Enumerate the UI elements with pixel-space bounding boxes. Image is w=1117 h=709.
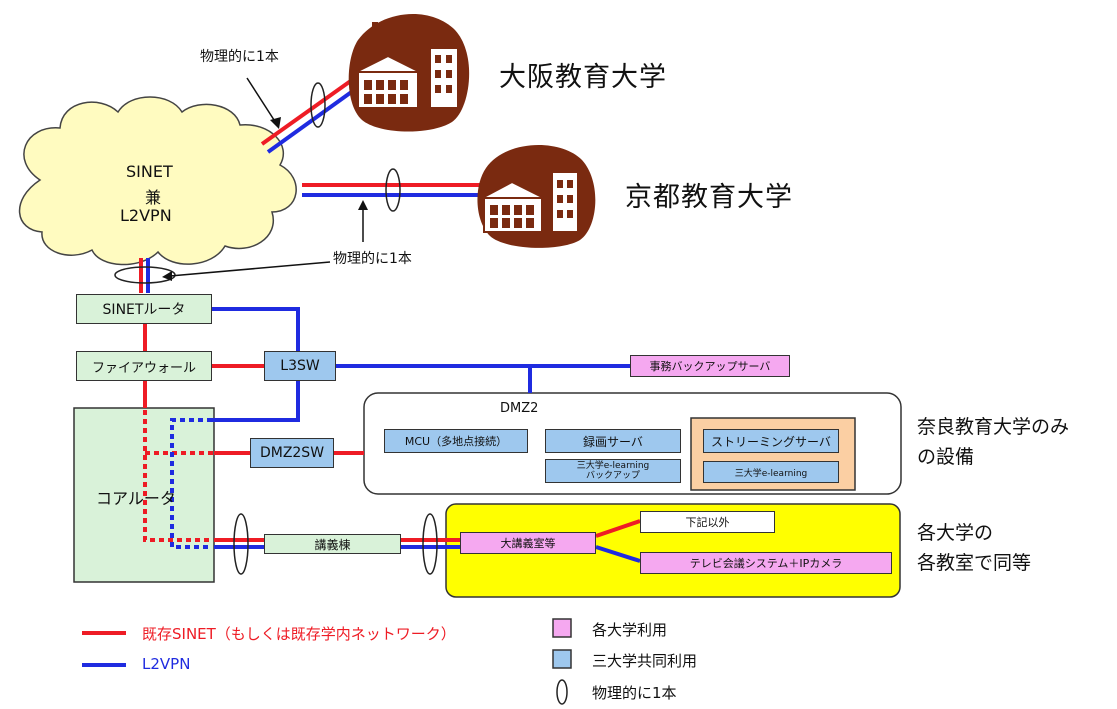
dmz2-title: DMZ2 bbox=[500, 401, 539, 416]
kyoto-university-building-icon bbox=[477, 145, 596, 248]
dmz2-switch: DMZ2SW bbox=[250, 438, 334, 468]
physical-one-line-label: 物理的に1本 bbox=[200, 49, 279, 65]
sinet-router: SINETルータ bbox=[76, 294, 212, 324]
streaming-server: ストリーミングサーバ bbox=[703, 429, 839, 453]
tv-conference-system: テレビ会議システム＋IPカメラ bbox=[640, 552, 892, 574]
physical-one-line-label: 物理的に1本 bbox=[333, 251, 412, 267]
legend-blue-swatch bbox=[552, 649, 572, 669]
physical-link-ellipse bbox=[385, 168, 401, 212]
each-university-note-line1: 各大学の bbox=[917, 522, 994, 544]
nara-only-note-line2: の設備 bbox=[917, 446, 975, 468]
recording-server: 録画サーバ bbox=[545, 429, 681, 453]
firewall: ファイアウォール bbox=[76, 351, 212, 381]
mcu-server: MCU（多地点接続） bbox=[384, 429, 528, 453]
legend-blue-label: L2VPN bbox=[142, 655, 191, 673]
elearning-backup-line2: バックアップ bbox=[585, 471, 640, 481]
cloud-label-line1: SINET bbox=[126, 162, 173, 181]
office-backup-server: 事務バックアップサーバ bbox=[630, 355, 790, 377]
l3-switch: L3SW bbox=[264, 351, 336, 381]
lecture-building: 講義棟 bbox=[264, 534, 401, 554]
legend-blue-box-label: 三大学共同利用 bbox=[592, 652, 698, 670]
legend-pink-swatch bbox=[552, 618, 572, 638]
physical-link-ellipse bbox=[422, 513, 438, 575]
kyoto-university-label: 京都教育大学 bbox=[625, 182, 793, 213]
nara-only-note-line1: 奈良教育大学のみ bbox=[917, 416, 1070, 438]
physical-link-ellipse bbox=[310, 82, 326, 128]
sinet-cloud bbox=[18, 96, 297, 266]
each-university-note-line2: 各教室で同等 bbox=[917, 552, 1032, 574]
osaka-university-building-icon bbox=[348, 13, 470, 132]
osaka-university-label: 大阪教育大学 bbox=[499, 62, 667, 93]
large-lecture-room: 大講義室等 bbox=[460, 532, 596, 554]
legend-ellipse-icon bbox=[556, 679, 568, 705]
core-router-label: コアルータ bbox=[96, 489, 176, 508]
elearning-backup-server: 三大学e-learning バックアップ bbox=[545, 459, 681, 483]
cloud-label-line2: 兼 bbox=[145, 188, 162, 207]
legend-red-label: 既存SINET（もしくは既存学内ネットワーク） bbox=[142, 625, 456, 643]
legend-ellipse-label: 物理的に1本 bbox=[592, 684, 677, 702]
elearning-server: 三大学e-learning bbox=[703, 461, 839, 483]
elearning-backup-line1: 三大学e-learning bbox=[576, 461, 650, 471]
other-rooms: 下記以外 bbox=[640, 511, 775, 533]
legend-pink-label: 各大学利用 bbox=[592, 621, 668, 639]
physical-link-ellipse bbox=[233, 513, 249, 575]
cloud-label-line3: L2VPN bbox=[120, 206, 172, 225]
